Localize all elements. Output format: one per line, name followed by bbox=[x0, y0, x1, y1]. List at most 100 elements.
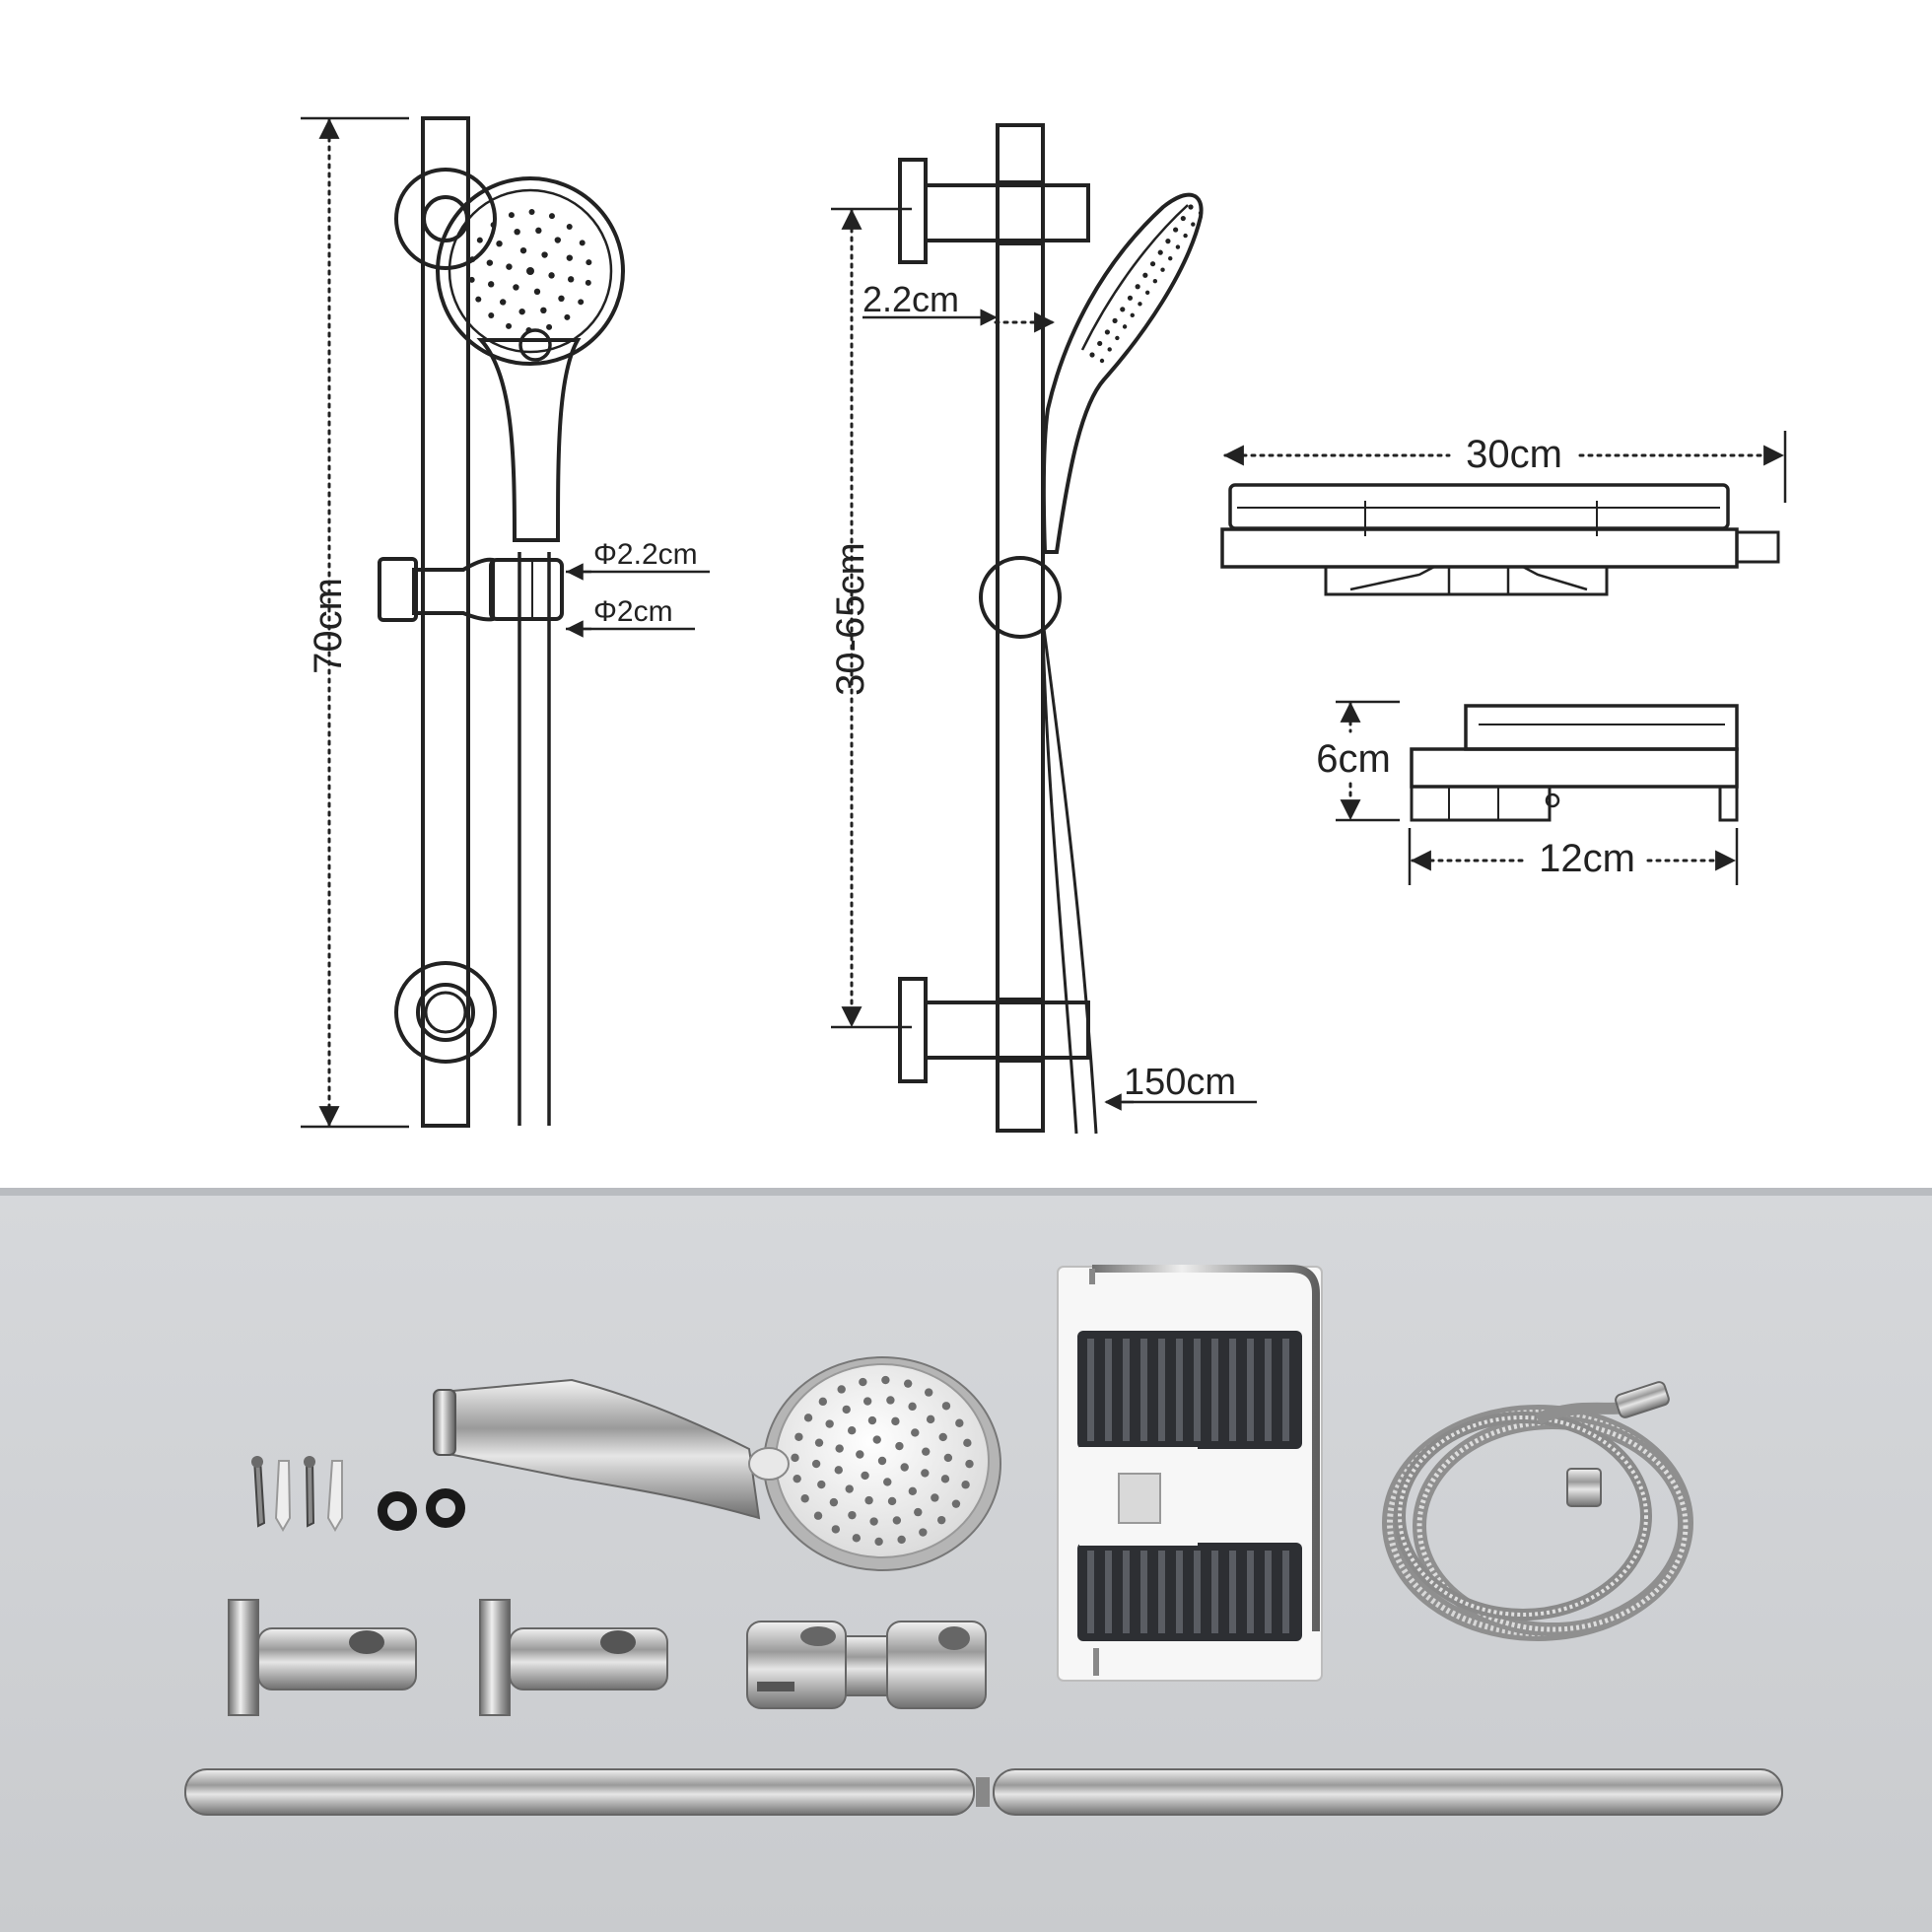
nozzle-dot bbox=[518, 308, 525, 315]
drain-slat bbox=[1247, 1551, 1254, 1633]
nozzle-dot bbox=[793, 1474, 801, 1484]
nozzle-dot bbox=[476, 237, 483, 243]
drain-slat bbox=[1105, 1551, 1112, 1633]
nozzle-dot bbox=[1157, 249, 1163, 255]
nozzle-dot bbox=[585, 279, 591, 286]
nozzle-dot bbox=[1160, 267, 1165, 272]
nozzle-dot bbox=[922, 1447, 931, 1456]
photo-nozzle-pattern bbox=[791, 1375, 974, 1547]
nozzle-dot bbox=[1165, 239, 1171, 244]
drain-slat bbox=[1123, 1339, 1130, 1441]
drain-slat bbox=[1176, 1551, 1183, 1633]
drain-slat bbox=[1265, 1339, 1272, 1441]
nozzle-dot bbox=[1168, 255, 1173, 261]
nozzle-dot bbox=[908, 1402, 917, 1412]
nozzle-dot bbox=[941, 1402, 951, 1411]
nozzle-dot bbox=[892, 1516, 902, 1525]
product-photo bbox=[0, 1188, 1932, 1932]
nozzle-dot bbox=[900, 1463, 909, 1472]
nozzle-dot bbox=[794, 1432, 803, 1441]
nozzle-dot bbox=[848, 1510, 857, 1520]
nozzle-dot bbox=[1120, 307, 1126, 312]
drain-slat bbox=[1229, 1339, 1236, 1441]
nozzle-dot bbox=[818, 1397, 828, 1407]
nozzle-dot bbox=[877, 1456, 887, 1466]
nozzle-dot bbox=[869, 1517, 878, 1526]
nozzle-dot bbox=[1198, 210, 1204, 216]
nozzle-dot bbox=[895, 1441, 904, 1451]
drain-slat bbox=[1087, 1339, 1094, 1441]
nozzle-dot bbox=[791, 1453, 799, 1463]
hose-length-label: 150cm bbox=[1124, 1062, 1236, 1103]
nozzle-dot bbox=[887, 1496, 897, 1506]
soap-dish-holder bbox=[1057, 1265, 1323, 1682]
nozzle-dot bbox=[803, 1414, 813, 1422]
nozzle-dot bbox=[564, 313, 571, 320]
nozzle-dot bbox=[1107, 347, 1112, 352]
front-view: 70cm bbox=[301, 116, 710, 1129]
drain-slat bbox=[1211, 1339, 1218, 1441]
adjustable-range-label: 30-65cm bbox=[829, 542, 872, 696]
nozzle-dot bbox=[535, 227, 542, 235]
nozzle-dot bbox=[1127, 295, 1134, 301]
drain-slat bbox=[1247, 1339, 1254, 1441]
nozzle-dot bbox=[955, 1418, 964, 1427]
rubber-washers bbox=[378, 1488, 465, 1531]
nozzle-dot bbox=[469, 256, 476, 263]
drain-slat bbox=[1194, 1339, 1201, 1441]
nozzle-dot bbox=[1135, 284, 1140, 290]
soap-dish-side-view: 6cm 12cm bbox=[1316, 700, 1739, 885]
nozzle-dot bbox=[874, 1537, 883, 1547]
drain-slat bbox=[1140, 1339, 1147, 1441]
drain-slat bbox=[1140, 1551, 1147, 1633]
nozzle-dot bbox=[554, 237, 562, 243]
nozzle-dot bbox=[506, 322, 513, 329]
shower-nozzle-pattern bbox=[468, 209, 592, 333]
nozzle-dot bbox=[487, 281, 495, 288]
nozzle-dot bbox=[881, 1375, 890, 1385]
side-view: 30-65cm 2.2cm bbox=[829, 123, 1257, 1135]
drain-slat bbox=[1176, 1339, 1183, 1441]
nozzle-dot bbox=[540, 307, 547, 314]
nozzle-dot bbox=[965, 1459, 974, 1469]
holder-outer-diameter-label: Φ2.2cm bbox=[593, 538, 698, 571]
nozzle-dot bbox=[1099, 358, 1105, 364]
nozzle-dot bbox=[528, 209, 535, 216]
nozzle-dot bbox=[963, 1438, 972, 1448]
nozzle-dot bbox=[490, 222, 497, 229]
wall-bracket-right bbox=[479, 1599, 668, 1716]
nozzle-dot bbox=[861, 1471, 869, 1481]
nozzle-dot bbox=[814, 1438, 824, 1447]
nozzle-dot bbox=[468, 276, 475, 283]
drain-slat bbox=[1087, 1551, 1094, 1633]
nozzle-dot bbox=[817, 1480, 826, 1489]
nozzle-dot bbox=[586, 259, 592, 266]
nozzle-dot bbox=[886, 1396, 895, 1405]
nozzle-dot bbox=[847, 1425, 857, 1435]
nozzle-dot bbox=[541, 251, 548, 258]
screws-and-anchors bbox=[251, 1456, 343, 1532]
nozzle-dot bbox=[829, 1497, 839, 1507]
soap-dish-drain-slats bbox=[1087, 1339, 1289, 1633]
nozzle-dot bbox=[951, 1499, 961, 1508]
nozzle-dot bbox=[1175, 244, 1181, 249]
nozzle-dot bbox=[891, 1416, 900, 1426]
drain-slat bbox=[1282, 1339, 1289, 1441]
nozzle-dot bbox=[1180, 215, 1186, 222]
nozzle-dot bbox=[567, 276, 575, 283]
nozzle-dot bbox=[825, 1419, 834, 1428]
nozzle-dot bbox=[578, 299, 585, 306]
nozzle-dot bbox=[1130, 312, 1135, 318]
nozzle-dot bbox=[579, 240, 586, 246]
nozzle-dot bbox=[508, 212, 515, 219]
nozzle-dot bbox=[506, 263, 513, 270]
nozzle-dot bbox=[862, 1397, 872, 1406]
nozzle-dot bbox=[811, 1459, 821, 1469]
technical-drawing: 70cm bbox=[301, 116, 1787, 1135]
side-nozzle-pattern bbox=[1089, 204, 1204, 364]
nozzle-dot bbox=[1149, 261, 1156, 267]
nozzle-dot bbox=[872, 1435, 881, 1444]
nozzle-dot bbox=[914, 1507, 923, 1517]
drain-slat bbox=[1265, 1551, 1272, 1633]
nozzle-dot bbox=[845, 1484, 854, 1493]
